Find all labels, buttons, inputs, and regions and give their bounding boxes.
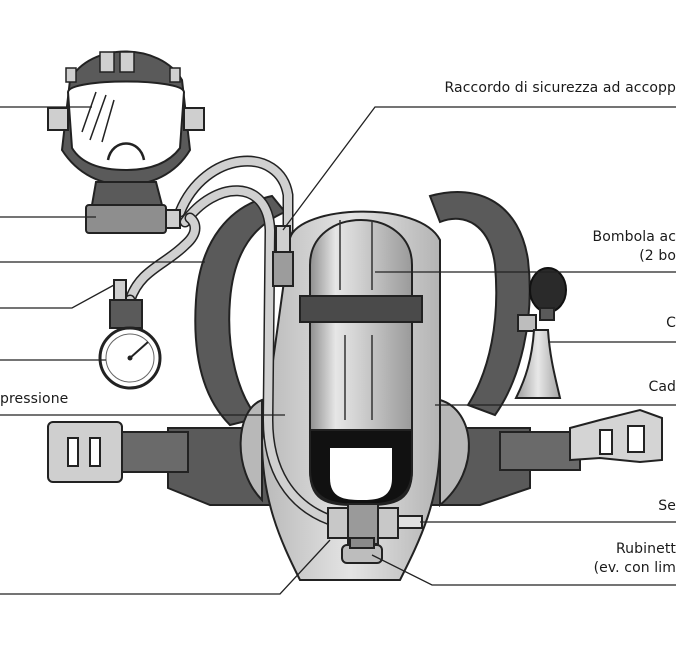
safety-coupling	[272, 225, 294, 287]
cylinder-valve	[327, 503, 423, 564]
label-safety-coupling: Raccordo di sicurezza ad accopp	[444, 80, 676, 96]
left-buckle	[47, 421, 123, 483]
label-carrier: Cad	[648, 379, 676, 395]
label-cylinder-line1: Bombola ac	[592, 229, 676, 245]
pressure-gauge	[98, 279, 162, 390]
air-cylinder	[299, 219, 423, 507]
label-valve-line2: (ev. con lim	[593, 560, 676, 576]
shoulder-straps	[194, 191, 531, 427]
label-reducer: Se	[658, 498, 676, 514]
leader-lines	[0, 106, 676, 595]
face-mask	[47, 50, 205, 234]
label-pressure: pressione	[0, 391, 69, 407]
right-buckle	[569, 408, 663, 464]
warning-whistle	[514, 267, 567, 399]
label-valve-line1: Rubinett	[615, 541, 676, 557]
label-cylinder-line2: (2 bo	[639, 248, 676, 264]
label-whistle: C	[666, 315, 676, 331]
